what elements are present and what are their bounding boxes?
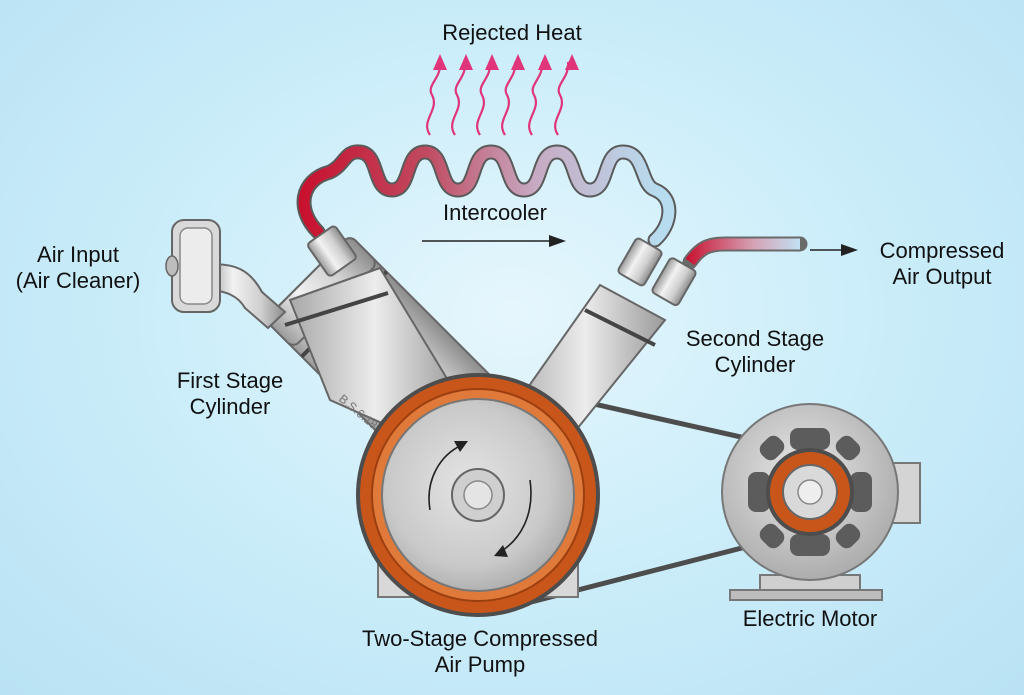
- intercooler-flow-arrow: [422, 235, 566, 247]
- heat-arrow: [451, 54, 473, 136]
- second-stage-fitting-left: [617, 237, 663, 287]
- heat-arrow: [426, 54, 447, 136]
- second-stage-label-line2: Cylinder: [714, 352, 796, 377]
- first-stage-label: First Stage Cylinder: [155, 368, 305, 420]
- pump-pulley: [356, 373, 600, 617]
- air-cleaner: [165, 219, 287, 330]
- electric-motor: [721, 403, 921, 601]
- air-input-label-line1: Air Input: [37, 242, 119, 267]
- pump-label-line2: Air Pump: [434, 652, 526, 677]
- second-stage-fitting-right: [651, 257, 697, 307]
- first-stage-fitting: [307, 225, 357, 277]
- first-stage-label-line2: Cylinder: [189, 394, 271, 419]
- heat-arrow: [501, 54, 525, 136]
- first-stage-label-line1: First Stage: [176, 368, 284, 393]
- heat-arrows: [426, 54, 579, 136]
- heat-arrow: [554, 54, 579, 136]
- compressed-output-label-line1: Compressed: [879, 238, 1005, 263]
- heat-arrow: [476, 54, 499, 136]
- electric-motor-label: Electric Motor: [742, 606, 878, 631]
- intercooler-pipe: [296, 144, 677, 248]
- pump-label: Two-Stage Compressed Air Pump: [330, 626, 630, 678]
- second-stage-label: Second Stage Cylinder: [665, 326, 845, 378]
- rotation-arrows: [428, 441, 532, 557]
- pump-label-line1: Two-Stage Compressed: [362, 626, 598, 651]
- heat-arrow: [528, 54, 552, 136]
- compressed-output-label: Compressed Air Output: [862, 238, 1022, 290]
- output-flow-arrow: [810, 244, 858, 256]
- compressed-output-label-line2: Air Output: [892, 264, 992, 289]
- air-input-label-line2: (Air Cleaner): [15, 268, 141, 293]
- rejected-heat-label: Rejected Heat: [442, 20, 582, 45]
- output-pipe: [682, 236, 808, 270]
- intercooler-label: Intercooler: [443, 200, 547, 225]
- air-input-label: Air Input (Air Cleaner): [0, 242, 156, 294]
- second-stage-label-line1: Second Stage: [685, 326, 825, 351]
